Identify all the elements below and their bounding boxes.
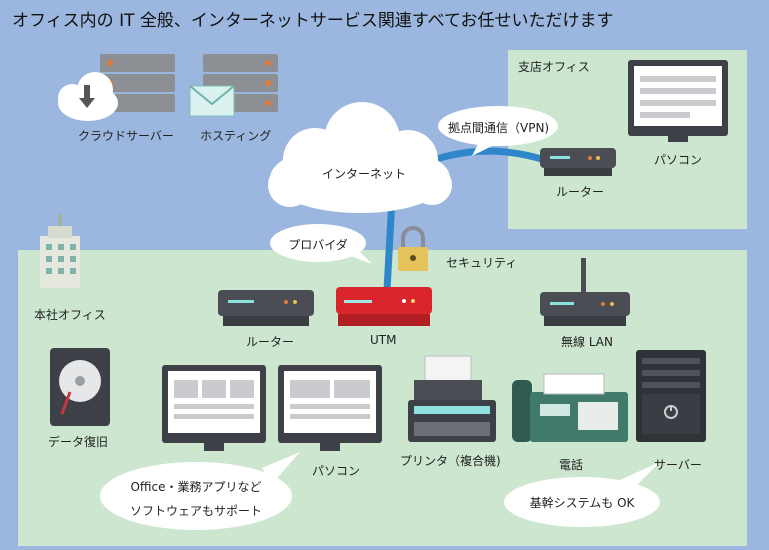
core-bubble-text: 基幹システムも OK <box>529 496 635 510</box>
monitor-icon <box>162 365 266 451</box>
office-software-speech-bubble <box>100 452 300 530</box>
server-label: サーバー <box>654 458 702 472</box>
tower-server-icon <box>636 350 706 442</box>
hosting-label: ホスティング <box>200 129 272 143</box>
phone-label: 電話 <box>559 458 584 472</box>
cloud-server-label: クラウドサーバー <box>78 129 174 143</box>
security-label: セキュリティ <box>446 256 518 270</box>
mail-icon <box>189 85 235 117</box>
branch-office-label: 支店オフィス <box>518 60 590 74</box>
vpn-bubble-text: 拠点間通信（VPN) <box>448 121 550 135</box>
printer-icon <box>408 355 496 442</box>
wireless-lan-label: 無線 LAN <box>561 335 613 349</box>
padlock-icon <box>398 226 428 271</box>
core-system-speech-bubble <box>504 462 660 527</box>
office-bubble-line2: ソフトウェアもサポート <box>129 504 262 518</box>
office-bubble-line1: Office・業務アプリなど <box>130 480 262 494</box>
utm-appliance-icon <box>336 287 432 326</box>
provider-speech-bubble <box>270 224 372 264</box>
page-title: オフィス内の IT 全般、インターネットサービス関連すべてお任せいただけます <box>12 11 614 31</box>
office-building-icon <box>40 214 80 288</box>
utm-label: UTM <box>370 333 397 347</box>
router-icon <box>540 148 616 176</box>
router-label: ルーター <box>246 335 295 349</box>
monitor-icon <box>278 365 382 451</box>
internet-label: インターネット <box>322 167 407 181</box>
internet-cloud-icon <box>268 102 452 213</box>
data-recovery-label: データ復旧 <box>48 435 109 449</box>
hq-office-label: 本社オフィス <box>34 308 106 322</box>
branch-pc-label: パソコン <box>654 153 703 167</box>
printer-label: プリンタ（複合機) <box>400 454 501 468</box>
telephone-icon <box>512 373 628 442</box>
vpn-speech-bubble <box>438 106 558 156</box>
router-icon <box>218 290 314 326</box>
provider-cable <box>383 197 396 291</box>
pc-label: パソコン <box>312 464 361 478</box>
hard-disk-icon <box>50 348 110 426</box>
cloud-download-icon <box>58 54 175 121</box>
monitor-icon <box>628 60 728 142</box>
provider-bubble-text: プロバイダ <box>288 238 348 252</box>
wifi-router-icon <box>540 258 630 326</box>
branch-router-label: ルーター <box>556 185 605 199</box>
